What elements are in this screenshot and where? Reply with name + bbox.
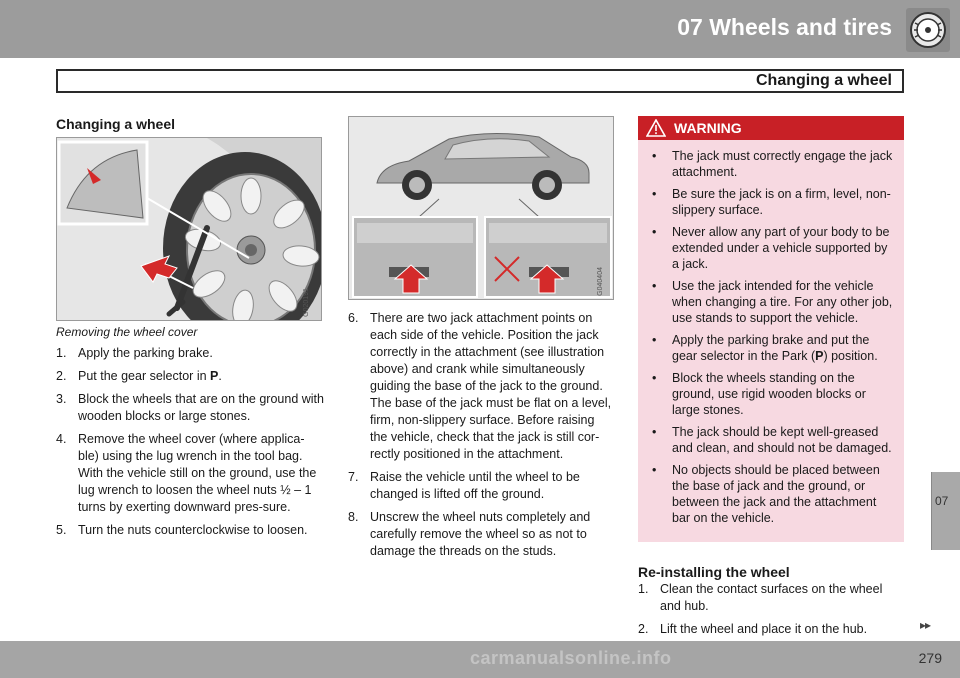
list-item: 2. Put the gear selector in P. — [56, 368, 324, 385]
page-number: 279 — [918, 650, 942, 666]
warning-text: Be sure the jack is on a firm, level, no… — [672, 187, 891, 217]
steps-list: 1. Apply the parking brake. 2. Put the gea… — [56, 345, 324, 539]
section-title: Changing a wheel — [755, 72, 892, 89]
chapter-side-tab: 07 — [931, 472, 960, 550]
warning-triangle-icon — [646, 119, 666, 137]
subheading: Re-installing the wheel — [638, 564, 790, 580]
list-item: 5. Turn the nuts counterclockwise to loos… — [56, 522, 324, 539]
gear-symbol: P — [210, 369, 219, 383]
tire-icon — [906, 8, 950, 52]
step-text: Unscrew the wheel nuts completely and ca… — [370, 510, 591, 558]
step-number: 6. — [348, 311, 359, 325]
figure-code: G020191 — [303, 288, 310, 317]
steps-list: 1. Clean the contact surfaces on the whee… — [638, 581, 904, 638]
steps-list: 6. There are two jack attachment points o… — [348, 310, 614, 560]
bullet-icon: • — [652, 425, 657, 439]
bullet-icon: • — [652, 225, 657, 239]
warning-text: Apply the parking brake and put the gear… — [672, 333, 870, 363]
step-text: Lift the wheel and place it on the hub. — [660, 622, 868, 636]
warning-box: WARNING • The jack must correctly engage … — [638, 116, 904, 542]
bullet-icon: • — [652, 279, 657, 293]
warning-item: • The jack must correctly engage the jack… — [646, 148, 896, 180]
step-text: There are two jack attachment points on … — [370, 311, 612, 461]
bullet-icon: • — [652, 149, 657, 163]
warning-list: • The jack must correctly engage the jack… — [638, 140, 904, 526]
list-item: 8. Unscrew the wheel nuts completely and … — [348, 509, 614, 560]
warning-text: No objects should be placed between the … — [672, 463, 880, 525]
jack-points-drawing — [349, 117, 613, 299]
list-item: 6. There are two jack attachment points o… — [348, 310, 614, 463]
bullet-icon: • — [652, 333, 657, 347]
jack-points-illustration: G040404 — [348, 116, 614, 300]
warning-item: • The jack should be kept well-greased an… — [646, 424, 896, 456]
step-text: Remove the wheel cover (where applica-bl… — [78, 432, 317, 514]
bullet-icon: • — [652, 463, 657, 477]
list-item: 3. Block the wheels that are on the groun… — [56, 391, 324, 425]
figure-code: G040404 — [597, 267, 604, 296]
step-text: Apply the parking brake. — [78, 346, 213, 360]
continue-arrows-icon: ▸▸ — [919, 618, 931, 632]
watermark: carmanualsonline.info — [470, 648, 672, 668]
list-item: 2. Lift the wheel and place it on the hub… — [638, 621, 904, 638]
middle-column: G040404 6. There are two jack attachment … — [348, 116, 614, 566]
step-number: 5. — [56, 523, 67, 537]
left-column: Changing a wheel — [56, 116, 324, 545]
footer-bar — [0, 641, 960, 678]
warning-text-end: ) position. — [823, 349, 878, 363]
warning-text: The jack must correctly engage the jack … — [672, 149, 893, 179]
step-number: 2. — [56, 369, 67, 383]
step-number: 7. — [348, 470, 359, 484]
gear-symbol: P — [815, 349, 824, 363]
warning-text: The jack should be kept well-greased and… — [672, 425, 892, 455]
step-text: Raise the vehicle until the wheel to be … — [370, 470, 580, 501]
warning-item: • Never allow any part of your body to be… — [646, 224, 896, 272]
chapter-title: 07 Wheels and tires — [677, 14, 892, 40]
step-number: 1. — [638, 582, 649, 596]
step-number: 4. — [56, 432, 67, 446]
chapter-header-bar: 07 Wheels and tires — [0, 0, 960, 58]
section-heading: Changing a wheel — [56, 116, 176, 132]
right-column: WARNING • The jack must correctly engage … — [638, 116, 904, 644]
warning-text: Use the jack intended for the vehicle wh… — [672, 279, 893, 325]
warning-header: WARNING — [638, 116, 904, 140]
step-text: Clean the contact surfaces on the wheel … — [660, 582, 883, 613]
step-number: 3. — [56, 392, 67, 406]
list-item: 1. Clean the contact surfaces on the whee… — [638, 581, 904, 615]
bullet-icon: • — [652, 187, 657, 201]
side-tab-label: 07 — [935, 494, 949, 508]
step-text-end: . — [218, 369, 222, 383]
section-header-bar: Changing a wheel — [56, 69, 904, 93]
wheel-cover-illustration: G020191 — [56, 137, 322, 321]
bullet-icon: • — [652, 371, 657, 385]
step-number: 2. — [638, 622, 649, 636]
step-text: Turn the nuts counterclockwise to loosen… — [78, 523, 308, 537]
warning-item: • Apply the parking brake and put the gea… — [646, 332, 896, 364]
step-number: 8. — [348, 510, 359, 524]
list-item: 7. Raise the vehicle until the wheel to b… — [348, 469, 614, 503]
warning-item: • Block the wheels standing on the ground… — [646, 370, 896, 418]
warning-label: WARNING — [674, 120, 742, 136]
step-text: Block the wheels that are on the ground … — [78, 392, 324, 423]
step-text: Put the gear selector in — [78, 369, 211, 383]
warning-item: • Be sure the jack is on a firm, level, n… — [646, 186, 896, 218]
list-item: 4. Remove the wheel cover (where applica-… — [56, 431, 324, 516]
wheel-cover-drawing — [57, 138, 321, 320]
warning-item: • Use the jack intended for the vehicle w… — [646, 278, 896, 326]
warning-text: Never allow any part of your body to be … — [672, 225, 890, 271]
step-number: 1. — [56, 346, 67, 360]
warning-item: • No objects should be placed between the… — [646, 462, 896, 526]
warning-text: Block the wheels standing on the ground,… — [672, 371, 866, 417]
list-item: 1. Apply the parking brake. — [56, 345, 324, 362]
figure-caption: Removing the wheel cover — [56, 325, 198, 339]
